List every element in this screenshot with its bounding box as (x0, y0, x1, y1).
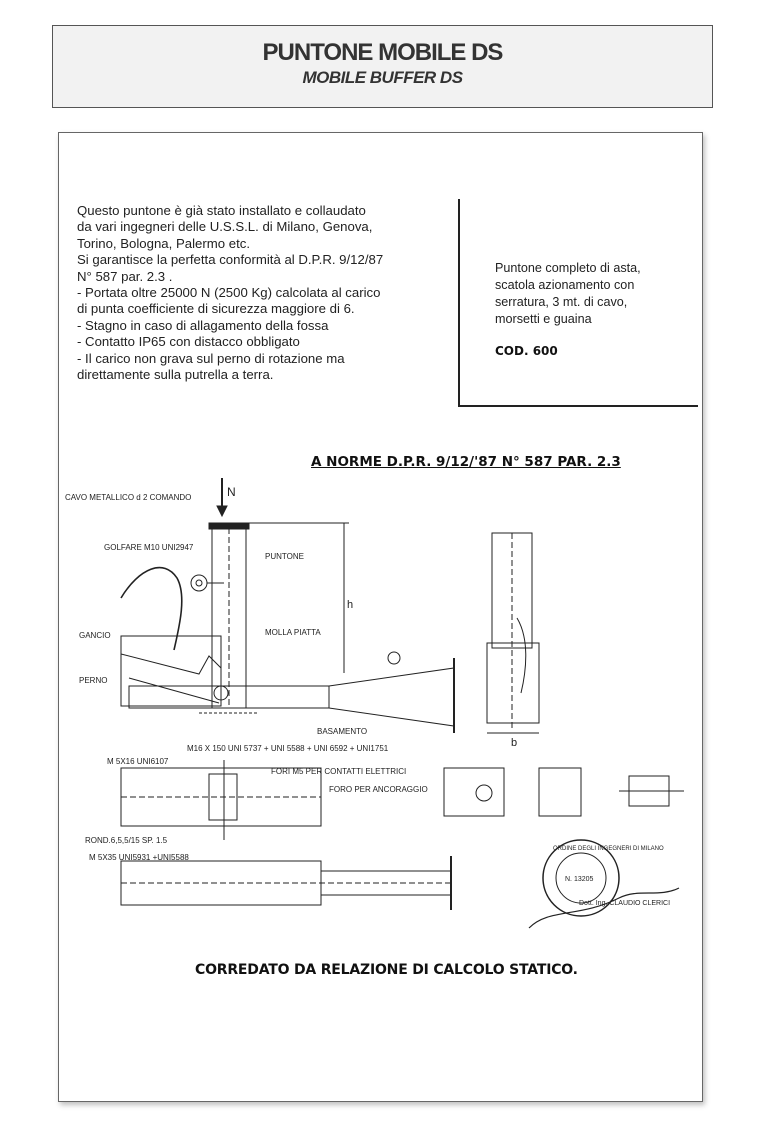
intro-line: da vari ingegneri delle U.S.S.L. di Mila… (77, 219, 373, 235)
hook-housing (120, 635, 222, 707)
label-holes-contacts: FORI M5 PER CONTATTI ELETTRICI (271, 767, 406, 776)
label-width: b (511, 737, 517, 749)
side-line: morsetti e guaina (495, 312, 592, 326)
signature-stroke (528, 887, 680, 929)
label-spring: MOLLA PIATTA (265, 628, 321, 637)
engineer-stamp-inner (555, 852, 607, 904)
label-screw-small: M 5X16 UNI6107 (107, 757, 169, 766)
intro-line: - Portata oltre 25000 N (2500 Kg) calcol… (77, 285, 381, 301)
label-hook: GANCIO (79, 631, 111, 640)
side-box-rule-vertical (458, 199, 460, 407)
intro-text: Questo puntone è già stato installato e … (77, 203, 457, 383)
stamp-ring-text: ORDINE DEGLI INGEGNERI DI MILANO (553, 846, 664, 852)
side-line: scatola azionamento con (495, 278, 635, 292)
label-height: h (347, 599, 353, 611)
page-title: PUNTONE MOBILE DS (262, 39, 504, 66)
intro-line: - Stagno in caso di allagamento della fo… (77, 317, 329, 333)
load-arrow-head (216, 505, 228, 518)
front-box (486, 642, 540, 724)
norm-reference: A NORME D.P.R. 9/12/'87 N° 587 PAR. 2.3 (311, 454, 621, 470)
intro-line: N° 587 par. 2.3 . (77, 268, 173, 284)
stamp-number: N. 13205 (565, 876, 594, 883)
label-hole-anchor: FORO PER ANCORAGGIO (329, 785, 428, 794)
strut-top-plate (208, 522, 250, 530)
label-bolt-main: M16 X 150 UNI 5737 + UNI 5588 + UNI 6592… (187, 744, 389, 753)
anchor-eyebolt (387, 651, 401, 665)
intro-line: - Il carico non grava sul perno di rotaz… (77, 350, 345, 366)
stamp-signature: Dott. Ing. CLAUDIO CLERICI (579, 900, 670, 907)
intro-line: Torino, Bologna, Palermo etc. (77, 235, 250, 251)
detail-1-circle (475, 784, 493, 802)
label-load: N (227, 485, 236, 499)
intro-line: direttamente sulla putrella a terra. (77, 367, 274, 383)
product-code: COD. 600 (495, 344, 558, 358)
side-box-text: Puntone completo di asta, scatola aziona… (495, 260, 695, 328)
base-extension (328, 667, 455, 727)
page-subtitle: MOBILE BUFFER DS (302, 68, 463, 87)
footer-note: CORREDATO DA RELAZIONE DI CALCOLO STATIC… (195, 962, 578, 978)
plan-view-top-box (208, 773, 238, 821)
side-line: Puntone completo di asta, (495, 261, 641, 275)
datasheet: Questo puntone è già stato installato e … (58, 132, 703, 1102)
front-cable (516, 617, 527, 694)
intro-line: Questo puntone è già stato installato e … (77, 203, 366, 218)
cable-curve (120, 566, 183, 651)
hook-lever (120, 653, 222, 675)
label-base: BASAMENTO (317, 727, 367, 736)
technical-drawing: CAVO METALLICO d 2 COMANDO N GOLFARE M10… (65, 478, 684, 929)
side-box-rule-horizontal (458, 405, 698, 407)
label-washer: ROND.6,5,5/15 SP. 1.5 (85, 836, 168, 845)
base-beam (128, 685, 330, 709)
label-cable: CAVO METALLICO d 2 COMANDO (65, 493, 191, 502)
eyebolt-circle (190, 574, 208, 592)
label-strut: PUNTONE (265, 552, 304, 561)
detail-2 (538, 767, 582, 817)
label-pin: PERNO (79, 676, 107, 685)
eyebolt-inner (195, 579, 203, 587)
hook-link (128, 677, 220, 704)
header-box: PUNTONE MOBILE DS MOBILE BUFFER DS (52, 25, 713, 108)
engineer-stamp-outer (542, 839, 620, 917)
side-line: serratura, 3 mt. di cavo, (495, 295, 628, 309)
intro-line: - Contatto IP65 con distacco obbligato (77, 334, 300, 350)
detail-1 (443, 767, 505, 817)
label-eyebolt: GOLFARE M10 UNI2947 (104, 543, 194, 552)
intro-line: di punta coefficiente di sicurezza maggi… (77, 301, 355, 317)
intro-line: Si garantisce la perfetta conformità al … (77, 252, 384, 268)
label-screw-nut: M 5X35 UNI5931 +UNI5588 (89, 853, 189, 862)
